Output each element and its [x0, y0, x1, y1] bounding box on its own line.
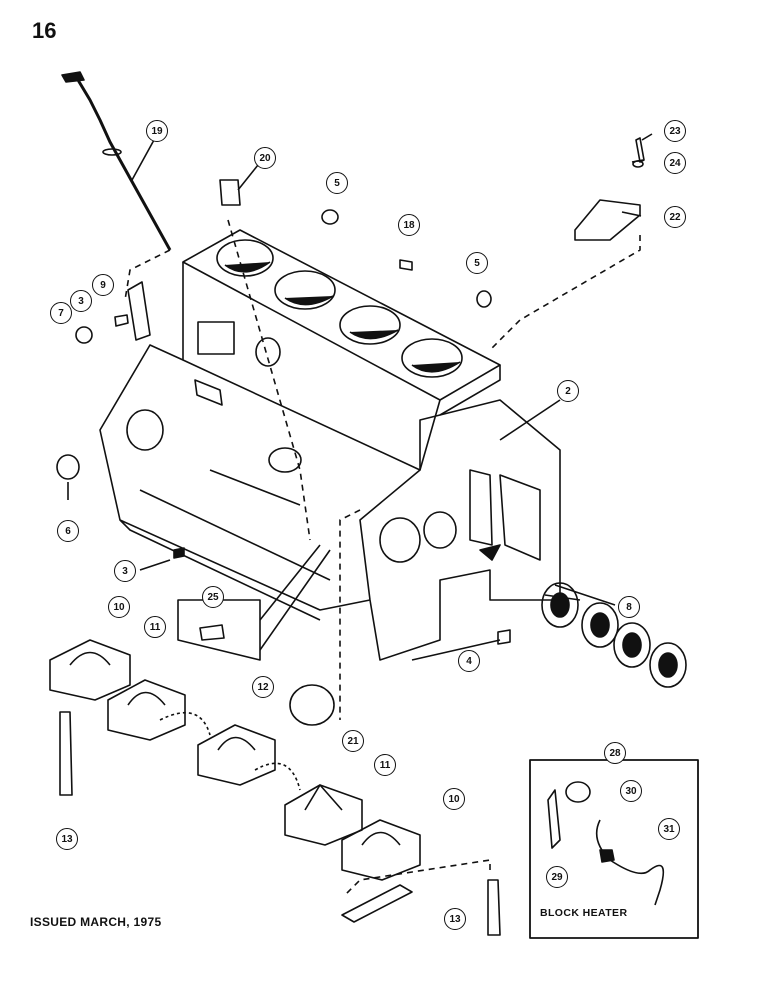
- plug-5a: [321, 209, 339, 225]
- callout-23: 23: [664, 120, 686, 142]
- callout-19: 19: [146, 120, 168, 142]
- callout-20: 20: [254, 147, 276, 169]
- callout-25: 25: [202, 586, 224, 608]
- bolt-13b: [487, 879, 501, 936]
- callout-4: 4: [458, 650, 480, 672]
- rear-plug: [289, 684, 335, 726]
- callout-2: 2: [557, 380, 579, 402]
- dipstick: [61, 71, 172, 251]
- oil-filler: [219, 179, 241, 206]
- block-heater-label: BLOCK HEATER: [540, 907, 628, 919]
- oil-pressure-sender-inset: [177, 599, 261, 661]
- bolt-13a: [59, 711, 73, 796]
- page-number: 16: [32, 18, 57, 43]
- callout-11b: 11: [374, 754, 396, 776]
- callout-3b: 3: [114, 560, 136, 582]
- callout-7: 7: [50, 302, 72, 324]
- callout-10b: 10: [443, 788, 465, 810]
- callout-29: 29: [546, 866, 568, 888]
- callout-10a: 10: [108, 596, 130, 618]
- callout-28: 28: [604, 742, 626, 764]
- callout-13a: 13: [56, 828, 78, 850]
- callout-9: 9: [92, 274, 114, 296]
- callout-3a: 3: [70, 290, 92, 312]
- callout-31: 31: [658, 818, 680, 840]
- cylinder-block: [99, 229, 561, 661]
- callout-12: 12: [252, 676, 274, 698]
- callout-24: 24: [664, 152, 686, 174]
- callout-30: 30: [620, 780, 642, 802]
- callout-13b: 13: [444, 908, 466, 930]
- callout-21: 21: [342, 730, 364, 752]
- camshaft-bearings: [541, 582, 687, 688]
- callout-8: 8: [618, 596, 640, 618]
- callout-18: 18: [398, 214, 420, 236]
- bearing-plate: [341, 884, 413, 923]
- callout-5b: 5: [466, 252, 488, 274]
- main-bearing-caps: [49, 639, 421, 881]
- callout-5a: 5: [326, 172, 348, 194]
- issued-date: ISSUED MARCH, 1975: [30, 915, 162, 929]
- callout-6: 6: [57, 520, 79, 542]
- callout-11a: 11: [144, 616, 166, 638]
- callout-22: 22: [664, 206, 686, 228]
